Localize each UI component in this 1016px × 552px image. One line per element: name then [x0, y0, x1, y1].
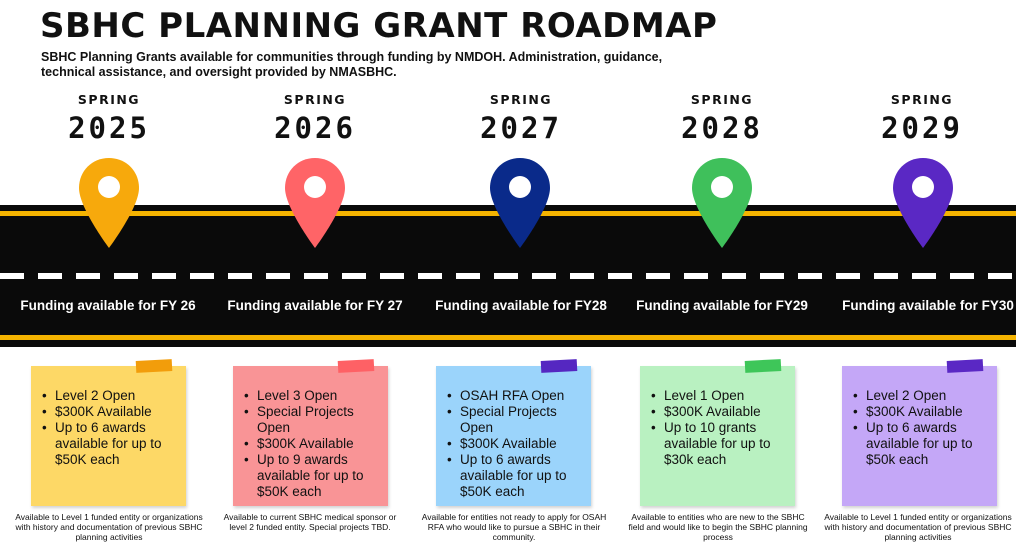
sticky-note: Level 2 Open $300K Available Up to 6 awa… — [842, 359, 997, 506]
season-label: SPRING — [77, 92, 141, 107]
eligibility-caption: Available to Level 1 funded entity or or… — [824, 512, 1012, 542]
milestone-header: SPRING 2027 — [436, 92, 606, 145]
eligibility-caption: Available to current SBHC medical sponso… — [223, 512, 397, 532]
note-bullet: $300K Available — [852, 404, 991, 420]
note-bullet: Special Projects Open — [446, 404, 585, 436]
milestone-header: SPRING 2029 — [837, 92, 1007, 145]
map-pin-icon — [490, 158, 550, 248]
note-bullet-list: OSAH RFA Open Special Projects Open $300… — [446, 388, 585, 500]
season-label: SPRING — [283, 92, 347, 107]
note-bullet: Level 2 Open — [41, 388, 180, 404]
eligibility-caption: Available to Level 1 funded entity or or… — [15, 512, 203, 542]
note-bullet: Level 2 Open — [852, 388, 991, 404]
note-bullet: Up to 9 awards available for up to $50K … — [243, 452, 382, 500]
season-label: SPRING — [690, 92, 754, 107]
sticky-note: OSAH RFA Open Special Projects Open $300… — [436, 359, 591, 506]
note-bullet: Up to 6 awards available for up to $50K … — [446, 452, 585, 500]
note-bullet-list: Level 2 Open $300K Available Up to 6 awa… — [41, 388, 180, 468]
note-bullet: $300K Available — [650, 404, 789, 420]
note-bullet: Level 3 Open — [243, 388, 382, 404]
milestone-header: SPRING 2028 — [637, 92, 807, 145]
season-label: SPRING — [890, 92, 954, 107]
tape-strip — [744, 359, 782, 373]
sticky-note: Level 2 Open $300K Available Up to 6 awa… — [31, 359, 186, 506]
map-pin-icon — [893, 158, 953, 248]
note-bullet: $300K Available — [41, 404, 180, 420]
note-bullet: $300K Available — [243, 436, 382, 452]
map-pin-icon — [692, 158, 752, 248]
year-label: 2029 — [881, 111, 963, 145]
note-bullet: Up to 6 awards available for up to $50k … — [852, 420, 991, 468]
note-bullet: Level 1 Open — [650, 388, 789, 404]
sticky-note: Level 3 Open Special Projects Open $300K… — [233, 359, 388, 506]
year-label: 2027 — [480, 111, 562, 145]
note-bullet: Up to 6 awards available for up to $50K … — [41, 420, 180, 468]
funding-label: Funding available for FY30 — [842, 298, 1014, 313]
note-bullet: OSAH RFA Open — [446, 388, 585, 404]
page-title: SBHC PLANNING GRANT ROADMAP — [40, 6, 718, 46]
year-label: 2025 — [68, 111, 150, 145]
tape-strip — [946, 359, 984, 373]
funding-label: Funding available for FY 27 — [227, 298, 403, 313]
road-center-dashes — [0, 273, 1016, 279]
year-label: 2028 — [681, 111, 763, 145]
note-bullet-list: Level 2 Open $300K Available Up to 6 awa… — [852, 388, 991, 468]
note-bullet: Up to 10 grants available for up to $30k… — [650, 420, 789, 468]
funding-label: Funding available for FY29 — [636, 298, 808, 313]
tape-strip — [135, 359, 173, 373]
tape-strip — [540, 359, 578, 373]
map-pin-icon — [285, 158, 345, 248]
funding-label: Funding available for FY28 — [435, 298, 607, 313]
tape-strip — [337, 359, 375, 373]
note-bullet: Special Projects Open — [243, 404, 382, 436]
map-pin-icon — [79, 158, 139, 248]
note-bullet-list: Level 3 Open Special Projects Open $300K… — [243, 388, 382, 500]
milestone-header: SPRING 2025 — [24, 92, 194, 145]
season-label: SPRING — [489, 92, 553, 107]
note-bullet-list: Level 1 Open $300K Available Up to 10 gr… — [650, 388, 789, 468]
milestone-header: SPRING 2026 — [230, 92, 400, 145]
page-subtitle: SBHC Planning Grants available for commu… — [41, 50, 663, 79]
funding-label: Funding available for FY 26 — [20, 298, 196, 313]
eligibility-caption: Available for entities not ready to appl… — [421, 512, 607, 542]
year-label: 2026 — [274, 111, 356, 145]
sticky-note: Level 1 Open $300K Available Up to 10 gr… — [640, 359, 795, 506]
note-bullet: $300K Available — [446, 436, 585, 452]
eligibility-caption: Available to entities who are new to the… — [628, 512, 808, 542]
road-edge-line — [0, 335, 1016, 340]
